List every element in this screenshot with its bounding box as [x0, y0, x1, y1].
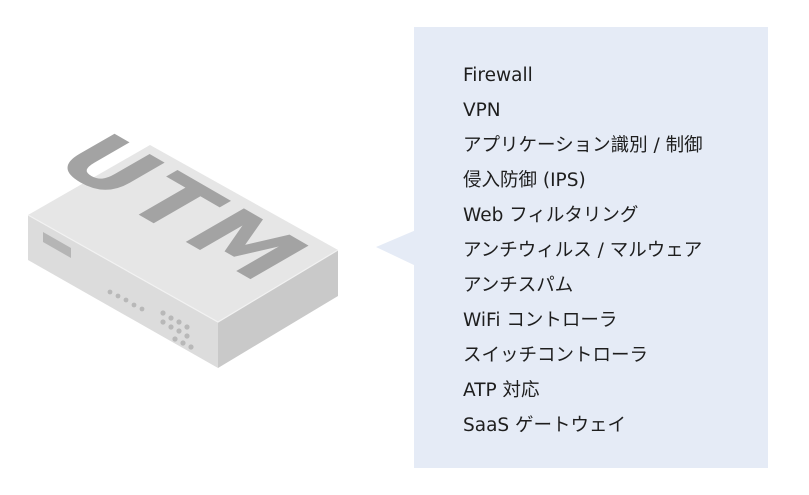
- feature-item-app-control: アプリケーション識別 / 制御: [463, 135, 703, 156]
- device-led-dots: [107, 289, 145, 312]
- feature-item-antispam: アンチスパム: [463, 275, 574, 296]
- feature-callout-box: [414, 27, 768, 468]
- device-top-face: [28, 145, 338, 322]
- feature-item-web-filtering: Web フィルタリング: [463, 205, 639, 226]
- device-port-grid: [160, 310, 194, 350]
- feature-item-antivirus: アンチウィルス / マルウェア: [463, 240, 703, 261]
- feature-item-ips: 侵入防御 (IPS): [463, 170, 586, 191]
- device-front-face: [28, 215, 218, 368]
- feature-item-atp: ATP 対応: [463, 380, 540, 401]
- feature-item-vpn: VPN: [463, 100, 501, 121]
- feature-list: Firewall VPN アプリケーション識別 / 制御 侵入防御 (IPS) …: [463, 58, 703, 443]
- callout-pointer: [376, 230, 416, 266]
- utm-appliance-icon: UTM: [27, 120, 339, 368]
- feature-item-switch-controller: スイッチコントローラ: [463, 345, 649, 366]
- feature-item-saas-gateway: SaaS ゲートウェイ: [463, 415, 627, 436]
- device-side-face: [218, 250, 338, 368]
- feature-item-firewall: Firewall: [463, 65, 533, 86]
- feature-item-wifi-controller: WiFi コントローラ: [463, 310, 618, 331]
- device-display-slot: [43, 232, 71, 258]
